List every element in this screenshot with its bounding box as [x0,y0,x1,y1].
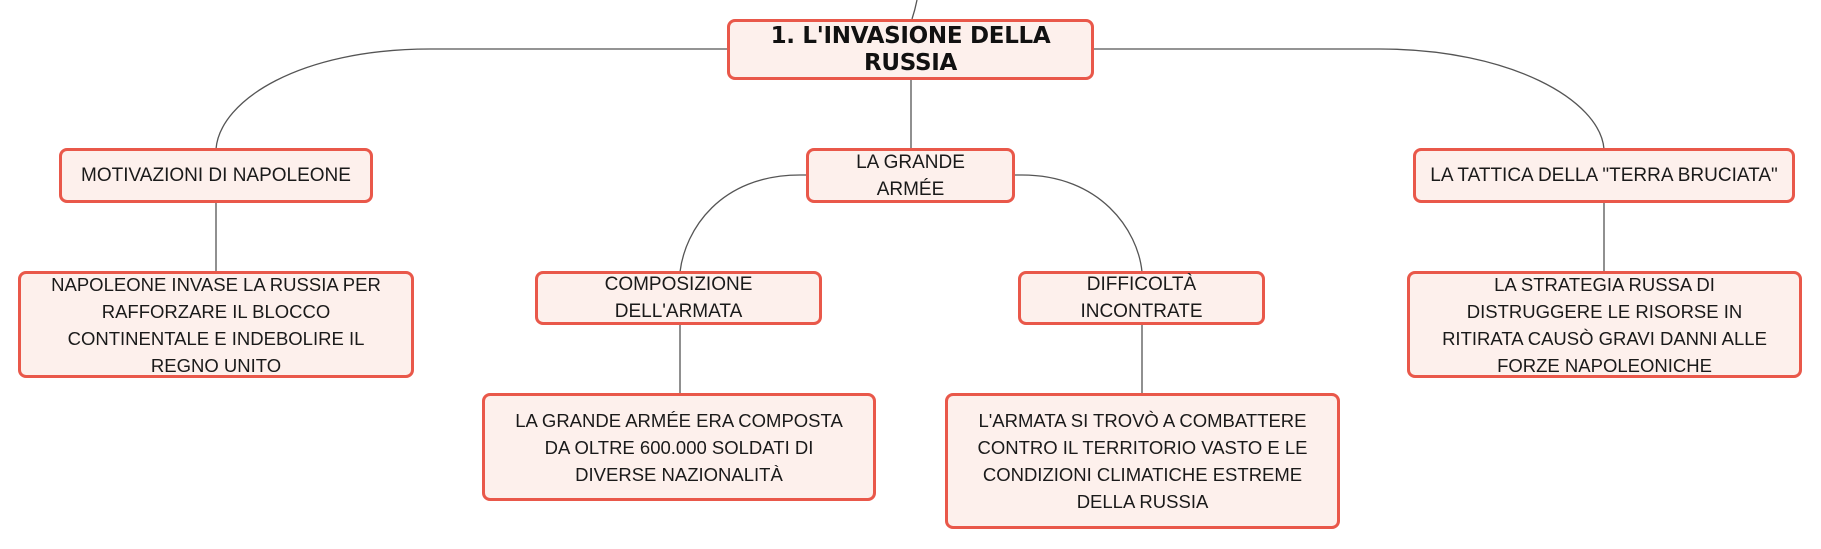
detail-text: L'ARMATA SI TROVÒ A COMBATTERE CONTRO IL… [977,410,1308,512]
detail-text: LA STRATEGIA RUSSA DI DISTRUGGERE LE RIS… [1442,273,1767,376]
detail-composizione-armata[interactable]: LA GRANDE ARMÉE ERA COMPOSTA DA OLTRE 60… [482,393,876,501]
topic-label: LA GRANDE ARMÉE [856,151,965,200]
connector-grande-armee-to-composizione [679,174,807,273]
topic-label: COMPOSIZIONE DELL'ARMATA [604,274,753,322]
topic-motivazioni[interactable]: MOTIVAZIONI DI NAPOLEONE [59,148,373,203]
connector-parent-to-root [911,0,918,20]
detail-tattica-terra-bruciata[interactable]: LA STRATEGIA RUSSA DI DISTRUGGERE LE RIS… [1407,271,1802,378]
topic-composizione-armata[interactable]: COMPOSIZIONE DELL'ARMATA [535,271,822,325]
root-topic[interactable]: 1. L'INVASIONE DELLA RUSSIA [727,19,1094,80]
detail-text: NAPOLEONE INVASE LA RUSSIA PER RAFFORZAR… [51,273,381,376]
connector-root-to-motivazioni [215,48,729,150]
root-topic-label: 1. L'INVASIONE DELLA RUSSIA [770,22,1051,76]
topic-label: LA TATTICA DELLA "TERRA BRUCIATA" [1430,165,1778,186]
connector-root-to-tattica [1092,48,1605,150]
connector-grande-armee-to-difficolta [1014,174,1143,273]
detail-motivazioni[interactable]: NAPOLEONE INVASE LA RUSSIA PER RAFFORZAR… [18,271,414,378]
detail-text: LA GRANDE ARMÉE ERA COMPOSTA DA OLTRE 60… [515,409,843,485]
topic-label: DIFFICOLTÀ INCONTRATE [1080,274,1203,322]
topic-label: MOTIVAZIONI DI NAPOLEONE [81,165,351,186]
topic-tattica-terra-bruciata[interactable]: LA TATTICA DELLA "TERRA BRUCIATA" [1413,148,1795,203]
topic-difficolta-incontrate[interactable]: DIFFICOLTÀ INCONTRATE [1018,271,1265,325]
topic-grande-armee[interactable]: LA GRANDE ARMÉE [806,148,1015,203]
detail-difficolta-incontrate[interactable]: L'ARMATA SI TROVÒ A COMBATTERE CONTRO IL… [945,393,1340,529]
